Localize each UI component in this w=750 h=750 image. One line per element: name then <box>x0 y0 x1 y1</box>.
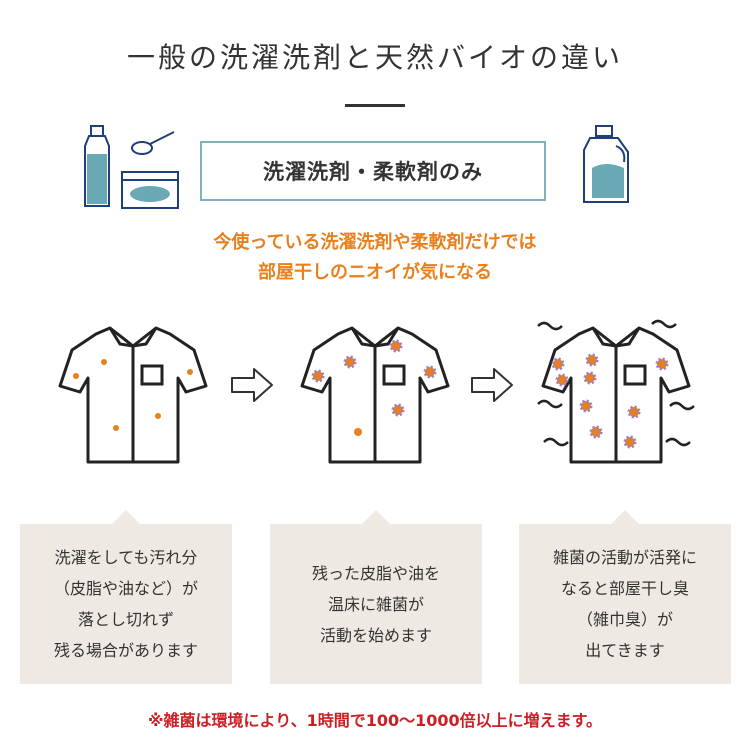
step-3-line-4: 出てきます <box>585 641 665 660</box>
shirt-icon <box>300 326 450 464</box>
odor-wave-icon <box>537 319 695 447</box>
step-3-note: 雑菌の活動が活発に なると部屋干し臭 （雑巾臭）が 出てきます <box>519 510 731 684</box>
right-arrow-icon <box>231 368 273 402</box>
step-3-line-3: （雑巾臭）が <box>576 610 673 629</box>
germ-icon <box>311 339 437 436</box>
label-box: 洗濯洗剤・柔軟剤のみ <box>200 141 546 201</box>
step-1-note: 洗濯をしても汚れ分 （皮脂や油など）が 落とし切れず 残る場合があります <box>20 510 232 684</box>
shirt-icon <box>537 319 695 464</box>
title-rule <box>345 104 405 107</box>
footnote: ※雑菌は環境により、1時間で100〜1000倍以上に増えます。 <box>147 711 603 730</box>
shirt-icon <box>58 326 208 464</box>
step-3-line-2: なると部屋干し臭 <box>560 579 689 598</box>
step-1-line-1: 洗濯をしても汚れ分 <box>54 548 198 567</box>
step-1-line-4: 残る場合があります <box>53 641 198 660</box>
right-arrow-icon <box>471 368 513 402</box>
germ-icon <box>551 353 669 449</box>
detergent-bottle-icon <box>84 125 110 207</box>
step-2-line-3: 活動を始めます <box>319 625 432 645</box>
page-title: 一般の洗濯洗剤と天然バイオの違い <box>126 41 623 74</box>
step-3-line-1: 雑菌の活動が活発に <box>552 548 697 567</box>
step-1-line-3: 落とし切れず <box>77 610 174 629</box>
step-2-note: 残った皮脂や油を 温床に雑菌が 活動を始めます <box>270 510 482 684</box>
powder-detergent-icon <box>121 131 179 209</box>
step-2-line-1: 残った皮脂や油を <box>311 563 440 583</box>
label-text: 洗濯洗剤・柔軟剤のみ <box>263 160 483 184</box>
softener-jug-icon <box>583 125 629 203</box>
step-1-line-2: （皮脂や油など）が <box>53 579 198 598</box>
subtitle: 今使っている洗濯洗剤や柔軟剤だけでは 部屋干しのニオイが気になる <box>0 228 750 288</box>
subtitle-line-2: 部屋干しのニオイが気になる <box>258 262 492 283</box>
subtitle-line-1: 今使っている洗濯洗剤や柔軟剤だけでは <box>213 232 537 253</box>
step-2-line-2: 温床に雑菌が <box>327 594 424 614</box>
